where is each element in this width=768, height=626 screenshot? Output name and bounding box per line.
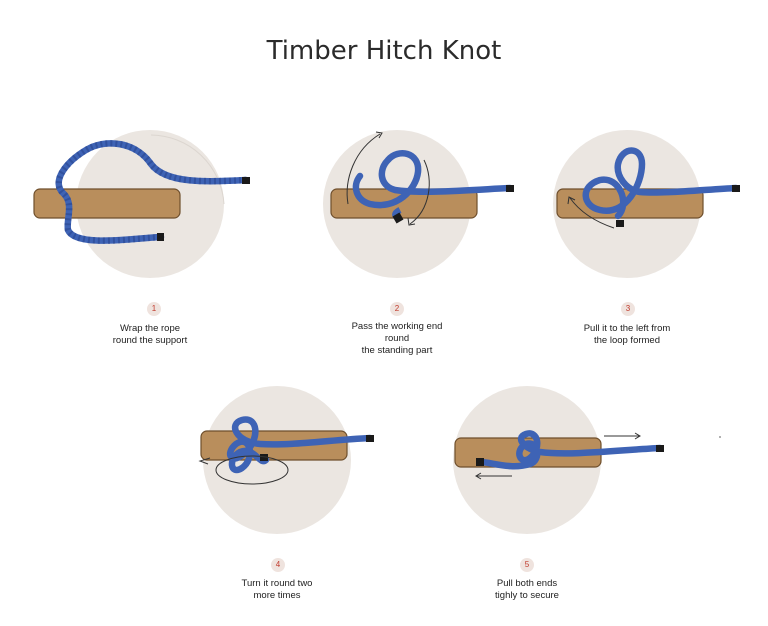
step-number-badge: 5 [520,558,534,572]
rope [582,147,740,220]
step-5: 5 Pull both ends tighly to secure [430,378,690,618]
caption-line: round [384,333,410,344]
step-number-badge: 1 [147,302,161,316]
caption-line: the loop formed [593,335,660,346]
rope-end [476,458,484,466]
stray-dot [719,436,721,438]
caption-line: more times [253,590,301,601]
rope-end [392,212,404,224]
motion-arrow [346,133,381,205]
rope-end [366,435,374,442]
step-3-illustration [553,130,740,278]
step-5-caption: Pull both ends tighly to secure [427,578,627,602]
rope-end [506,185,514,192]
step-number-badge: 4 [271,558,285,572]
step-2-illustration [323,130,514,278]
caption-line: Wrap the rope [119,323,181,334]
rope [352,150,514,209]
rope-end [656,445,664,452]
motion-arrow [569,197,615,229]
step-2-caption: Pass the working end round the standing … [297,321,497,357]
step-1-caption: Wrap the rope round the support [50,323,250,347]
caption-line: Pull it to the left from [583,323,671,334]
rope [226,416,374,474]
caption-line: Pass the working end [351,321,443,332]
caption-line: round the support [112,335,188,346]
step-3: 3 Pull it to the left from the loop form… [530,120,768,360]
wooden-support [33,188,181,219]
step-4-illustration [198,386,374,534]
rope-end [242,177,250,184]
step-3-caption: Pull it to the left from the loop formed [527,323,727,347]
rope [476,430,664,470]
rope-end [260,454,268,461]
diagram-title: Timber Hitch Knot [266,36,502,66]
motion-arrow [409,159,430,225]
step-1-illustration [33,130,250,278]
step-1: 1 Wrap the rope round the support [33,120,296,360]
rope-end [157,233,164,241]
step-number-badge: 2 [390,302,404,316]
caption-line: Turn it round two [241,578,313,589]
caption-line: tighly to secure [495,590,559,601]
rope-end [732,185,740,192]
step-2: 2 Pass the working end round the standin… [300,120,540,360]
motion-arrow [215,455,289,485]
caption-line: the standing part [361,345,433,356]
step-4-caption: Turn it round two more times [177,578,377,602]
step-4: 4 Turn it round two more times [180,378,420,618]
step-5-illustration [453,386,664,534]
step-number-badge: 3 [621,302,635,316]
caption-line: Pull both ends [496,578,558,589]
rope-end [616,220,624,227]
